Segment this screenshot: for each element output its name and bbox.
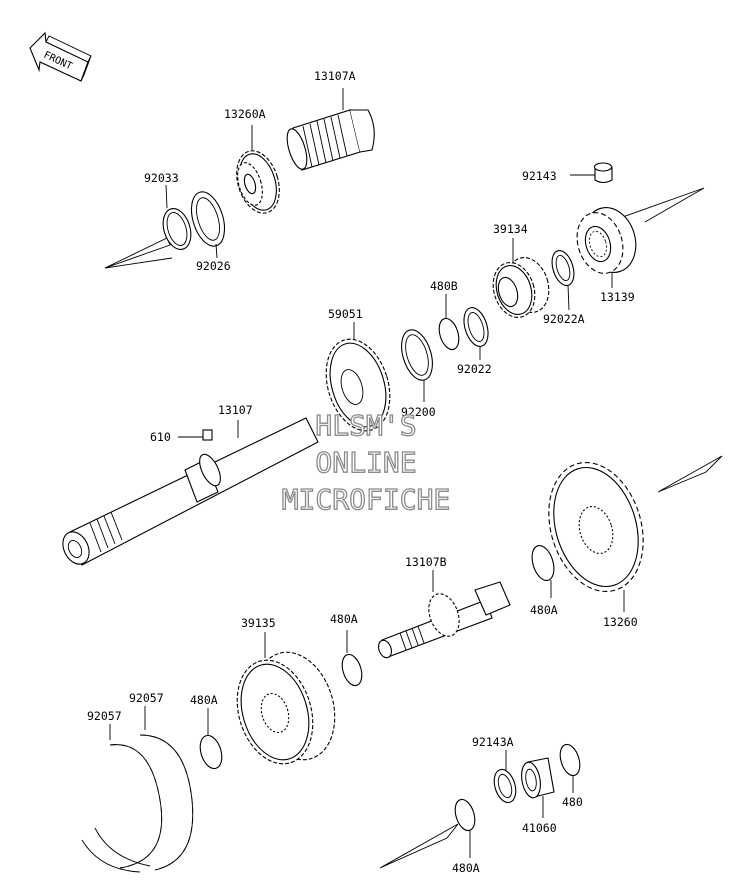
part-13107B-shaft[interactable] <box>376 570 511 660</box>
part-610-pin[interactable] <box>178 429 213 441</box>
part-13260A-gear[interactable] <box>230 125 287 218</box>
label-92143[interactable]: 92143 <box>522 169 557 183</box>
label-13260[interactable]: 13260 <box>603 615 638 629</box>
label-92022A[interactable]: 92022A <box>543 312 585 326</box>
part-13107A-sleeve[interactable] <box>283 88 375 171</box>
label-39134[interactable]: 39134 <box>493 222 528 236</box>
label-92200[interactable]: 92200 <box>401 405 436 419</box>
label-610[interactable]: 610 <box>150 430 171 444</box>
label-480B[interactable]: 480B <box>430 279 458 293</box>
label-92026[interactable]: 92026 <box>196 259 231 273</box>
watermark: HLSM'S ONLINE MICROFICHE <box>281 408 451 516</box>
front-arrow-icon: FRONT <box>29 31 92 82</box>
label-13107[interactable]: 13107 <box>218 403 253 417</box>
label-92057-b[interactable]: 92057 <box>129 691 164 705</box>
part-92143-collar[interactable] <box>570 162 613 184</box>
part-480B-circlip[interactable] <box>436 294 463 352</box>
label-13139[interactable]: 13139 <box>600 290 635 304</box>
label-92143A[interactable]: 92143A <box>472 735 514 749</box>
label-41060[interactable]: 41060 <box>522 821 557 835</box>
label-59051[interactable]: 59051 <box>328 307 363 321</box>
part-92033-circlip[interactable] <box>158 184 195 253</box>
part-13139-shifter[interactable] <box>570 201 644 288</box>
part-480-circlip[interactable] <box>557 742 584 793</box>
label-480A-right[interactable]: 480A <box>530 603 558 617</box>
part-480A-circlip-1[interactable] <box>528 543 558 598</box>
watermark-line2: ONLINE <box>315 446 416 479</box>
label-39135[interactable]: 39135 <box>241 616 276 630</box>
part-39134-gear[interactable] <box>487 238 556 323</box>
label-13260A[interactable]: 13260A <box>224 107 266 121</box>
part-labels: 13107A 13260A 92033 92026 92143 39134 48… <box>87 69 638 875</box>
part-92022-washer[interactable] <box>460 305 493 360</box>
part-480A-circlip-3[interactable] <box>196 708 225 771</box>
part-92143A-washer[interactable] <box>490 750 519 805</box>
part-480A-circlip-2[interactable] <box>339 630 366 688</box>
part-41060-bushing[interactable] <box>519 757 555 818</box>
part-13107-shaft[interactable] <box>58 417 319 569</box>
watermark-line3: MICROFICHE <box>282 483 451 516</box>
part-92026-washer[interactable] <box>185 188 230 259</box>
part-480A-circlip-4[interactable] <box>452 797 479 858</box>
label-13107A[interactable]: 13107A <box>314 69 356 83</box>
watermark-line1: HLSM'S <box>315 409 416 442</box>
part-59051-gear[interactable] <box>316 322 401 439</box>
label-480A-bottom[interactable]: 480A <box>452 861 480 875</box>
label-92057-a[interactable]: 92057 <box>87 709 122 723</box>
label-92022[interactable]: 92022 <box>457 362 492 376</box>
part-92200-washer[interactable] <box>396 326 438 402</box>
part-39135-gear[interactable] <box>225 632 347 773</box>
label-480[interactable]: 480 <box>562 795 583 809</box>
label-480A-left[interactable]: 480A <box>190 693 218 707</box>
label-480A-center[interactable]: 480A <box>330 612 358 626</box>
part-92057-chains[interactable] <box>81 706 194 873</box>
part-13260-gear[interactable] <box>534 451 659 612</box>
label-92033[interactable]: 92033 <box>144 171 179 185</box>
label-13107B[interactable]: 13107B <box>405 555 447 569</box>
part-92022A-washer[interactable] <box>548 248 578 311</box>
